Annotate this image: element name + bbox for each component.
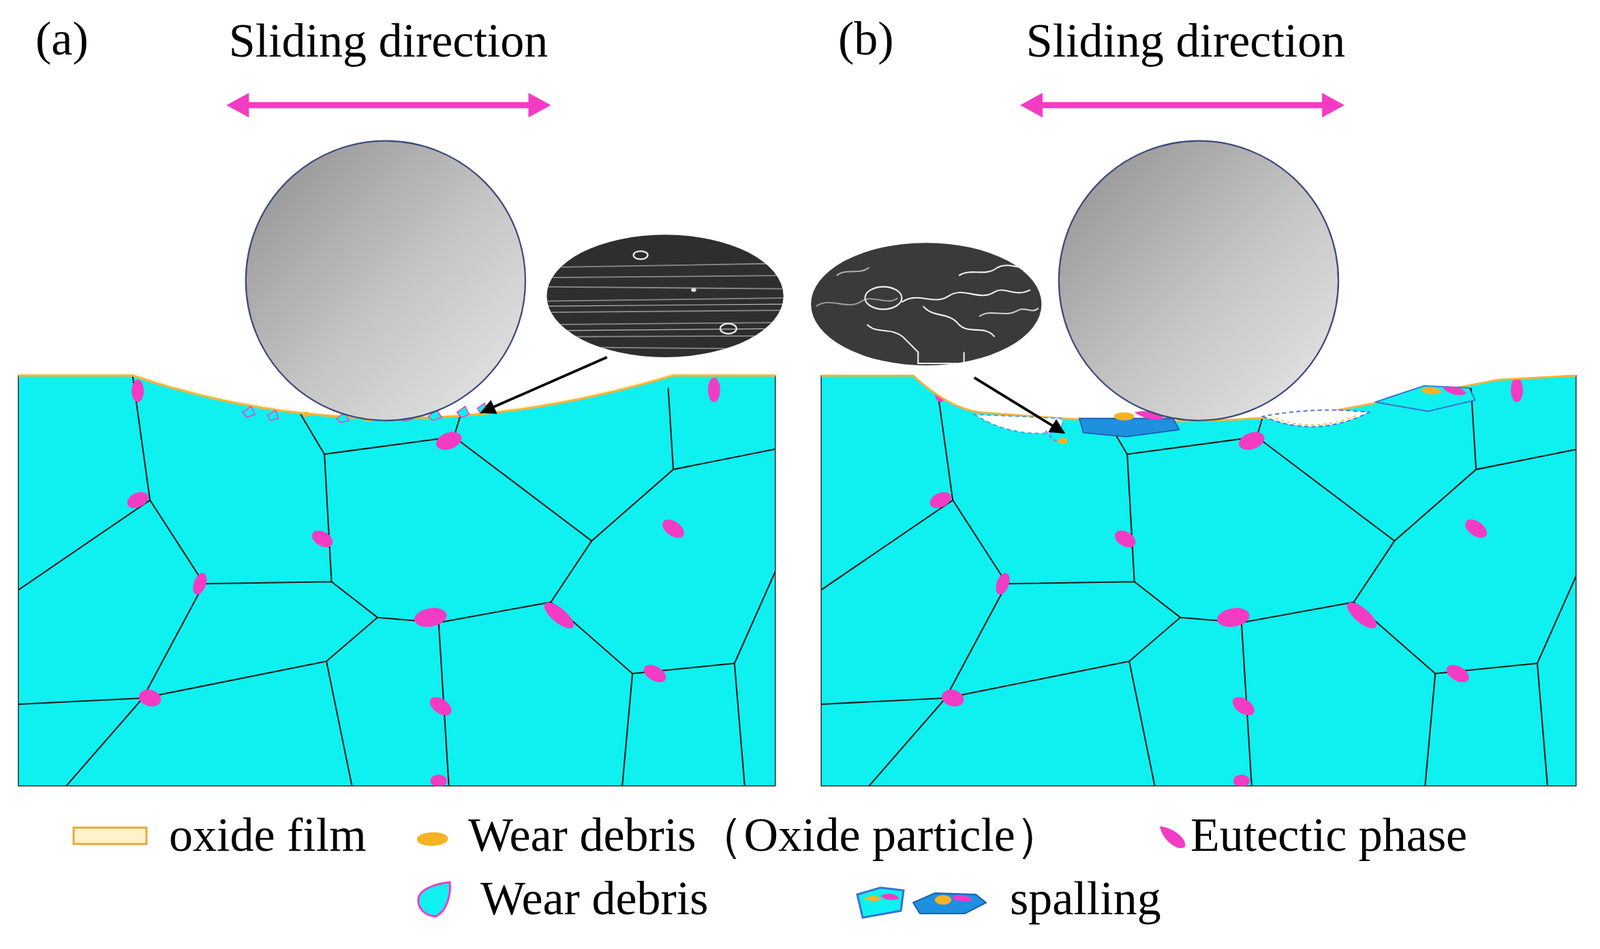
legend-swatch	[73, 827, 147, 844]
illustration-group	[18, 92, 1579, 787]
legend-text: oxide film	[168, 807, 367, 863]
direction-label: Sliding direction	[228, 13, 549, 69]
panel-label: (b)	[838, 11, 895, 67]
legend-swatch-group	[1159, 825, 1186, 848]
sem-inset	[810, 242, 1042, 366]
legend-swatch	[1159, 825, 1186, 848]
legend-text: Wear debris	[480, 870, 709, 926]
sliding-arrow	[226, 92, 551, 118]
legend-swatch	[951, 894, 974, 901]
sliding-arrow	[1020, 92, 1345, 118]
counter-ball	[1058, 141, 1339, 421]
legend-swatch	[880, 893, 900, 900]
legend-swatch-group	[857, 887, 987, 918]
legend-swatch	[857, 887, 904, 918]
leader-arrow	[481, 357, 608, 413]
legend-text: spalling	[1009, 870, 1162, 926]
legend-swatch-group	[417, 832, 448, 846]
grain-structure	[18, 375, 776, 787]
legend-swatch-group	[418, 881, 451, 916]
legend-swatch	[864, 895, 882, 901]
direction-label: Sliding direction	[1026, 13, 1346, 69]
counter-ball	[245, 141, 526, 421]
legend-swatch-group	[73, 827, 147, 844]
legend-text: Wear debris（Oxide particle）	[468, 807, 1064, 863]
substrate-block	[18, 375, 776, 786]
legend-text: Eutectic phase	[1190, 807, 1468, 863]
legend-swatch	[913, 892, 987, 914]
substrate-block	[821, 375, 1577, 786]
sem-inset	[546, 234, 786, 358]
leader-arrow	[974, 377, 1065, 433]
legend-swatch	[417, 832, 448, 846]
legend-swatch	[418, 881, 451, 916]
grain-structure	[821, 375, 1579, 787]
legend-swatch	[934, 894, 952, 905]
panel-label: (a)	[35, 11, 89, 67]
